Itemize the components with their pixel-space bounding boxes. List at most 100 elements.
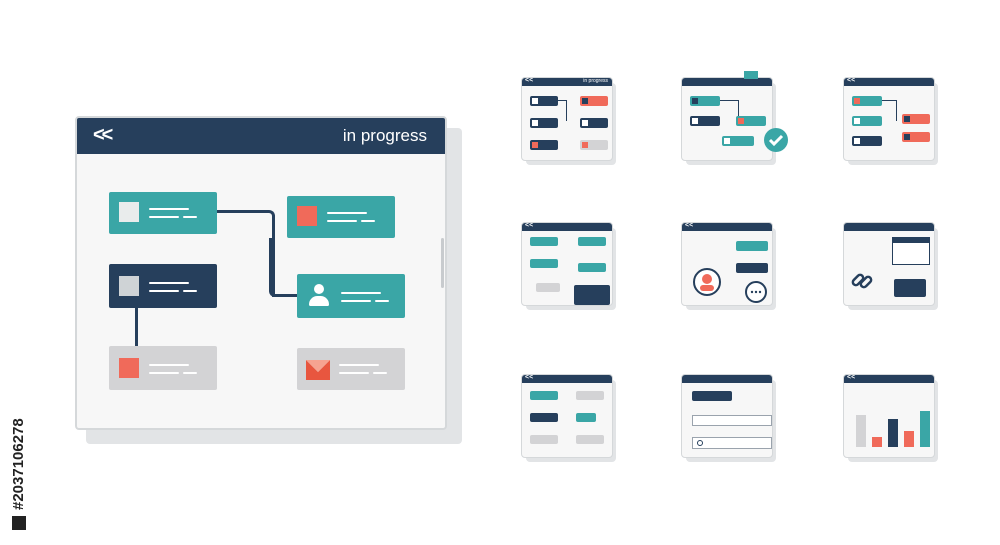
mini-window-pinned[interactable] — [681, 71, 788, 165]
mini-title: in progress — [583, 78, 608, 84]
mini-card — [530, 96, 558, 106]
chart-bar — [888, 419, 898, 447]
mini-card — [852, 136, 882, 146]
mini-card — [578, 237, 606, 246]
chart-bar — [872, 437, 882, 447]
mini-card — [852, 116, 882, 126]
card-text-line — [149, 364, 189, 366]
user-task-card[interactable] — [297, 274, 405, 318]
check-icon — [764, 128, 788, 152]
mini-card — [722, 136, 754, 146]
mini-search-field — [692, 437, 772, 449]
mini-card — [580, 96, 608, 106]
mail-icon — [306, 360, 330, 380]
mini-card — [530, 259, 558, 268]
mini-back-icon[interactable]: << — [847, 77, 856, 84]
mini-frame — [681, 77, 773, 161]
mini-window-branch[interactable]: << — [843, 77, 938, 165]
connector-line — [135, 308, 141, 348]
mini-card — [576, 413, 596, 422]
card-text-line — [339, 364, 379, 366]
mail-task-card[interactable] — [297, 348, 405, 390]
mini-back-icon[interactable]: << — [847, 374, 856, 381]
mini-card — [530, 413, 558, 422]
task-card[interactable] — [287, 196, 395, 238]
task-card[interactable] — [109, 264, 217, 308]
connector-line — [217, 210, 275, 297]
mini-card — [902, 114, 930, 124]
mini-window-calendar-flow[interactable]: << — [521, 222, 616, 310]
main-window: << in progress — [75, 116, 447, 430]
chart-bar — [920, 411, 930, 447]
link-icon — [851, 273, 873, 289]
mini-card — [902, 132, 930, 142]
mini-window-workflow[interactable]: << in progress — [521, 77, 616, 165]
mini-card — [852, 96, 882, 106]
mini-frame: << — [843, 77, 935, 161]
card-text-line — [183, 290, 197, 292]
card-text-line — [149, 216, 179, 218]
mini-card — [690, 116, 720, 126]
mini-titlebar: << — [522, 223, 612, 231]
card-text-line — [341, 300, 371, 302]
mini-titlebar: << — [844, 78, 934, 86]
card-text-line — [149, 282, 189, 284]
card-text-line — [373, 372, 387, 374]
chart-bar — [856, 415, 866, 447]
mini-window-chart[interactable]: << — [843, 374, 938, 462]
mini-card — [530, 140, 558, 150]
mini-titlebar: << — [682, 223, 772, 231]
card-text-line — [149, 208, 189, 210]
mini-titlebar — [682, 375, 772, 383]
mini-card — [536, 283, 560, 292]
card-text-line — [327, 220, 357, 222]
card-text-line — [375, 300, 389, 302]
mini-frame: << — [843, 374, 935, 458]
mini-connector — [882, 100, 897, 121]
user-icon — [307, 282, 331, 308]
mini-back-icon[interactable]: << — [525, 222, 534, 229]
mini-connector — [718, 100, 739, 123]
mini-frame — [681, 374, 773, 458]
card-text-line — [149, 290, 179, 292]
mini-frame: << — [521, 222, 613, 306]
stock-id-text: #2037106278 — [10, 418, 27, 510]
card-thumbnail — [297, 206, 317, 226]
mini-titlebar: << — [844, 375, 934, 383]
chat-bubble-icon — [745, 281, 767, 303]
task-card[interactable] — [109, 346, 217, 390]
mini-window-user-chat[interactable]: << — [681, 222, 776, 310]
card-text-line — [327, 212, 367, 214]
card-text-line — [183, 372, 197, 374]
mini-window-search[interactable] — [681, 374, 776, 462]
mini-card — [692, 391, 732, 401]
mini-card — [578, 263, 606, 272]
mini-back-icon[interactable]: << — [525, 77, 534, 84]
mini-card — [576, 391, 604, 400]
back-chevron-icon[interactable]: << — [93, 124, 113, 146]
mini-back-icon[interactable]: << — [525, 374, 534, 381]
mini-card — [580, 118, 608, 128]
mini-back-icon[interactable]: << — [685, 222, 694, 229]
mini-frame: << — [521, 374, 613, 458]
brand-logo — [12, 516, 27, 530]
card-thumbnail — [119, 202, 139, 222]
mini-titlebar — [682, 78, 772, 86]
calendar-icon — [892, 237, 930, 265]
mini-card — [736, 263, 768, 273]
card-thumbnail — [119, 276, 139, 296]
mini-window-link-schedule[interactable] — [843, 222, 938, 310]
scrollbar[interactable] — [441, 238, 444, 288]
mini-card — [690, 96, 720, 106]
card-text-line — [361, 220, 375, 222]
task-card[interactable] — [109, 192, 217, 234]
mini-card — [736, 116, 766, 126]
mini-connector — [552, 100, 567, 121]
mini-card — [530, 391, 558, 400]
mini-card — [530, 435, 558, 444]
mini-card — [580, 140, 608, 150]
pin-icon — [744, 71, 758, 85]
mini-frame — [843, 222, 935, 306]
mini-window-flow-small[interactable]: << — [521, 374, 616, 462]
mini-frame: << — [681, 222, 773, 306]
